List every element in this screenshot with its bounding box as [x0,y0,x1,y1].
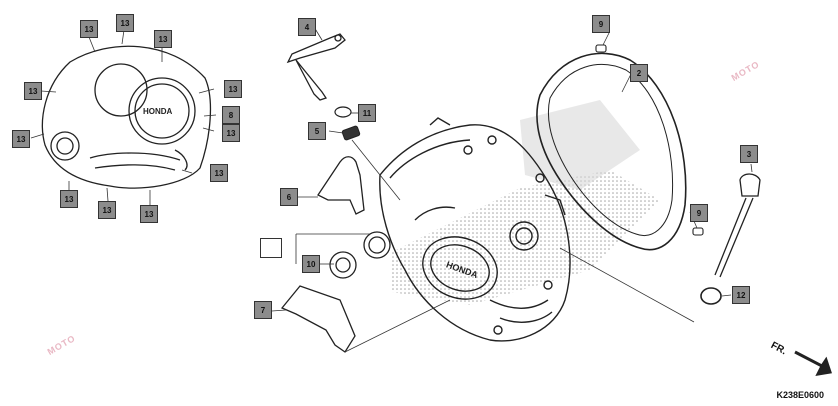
small-o-ring [334,106,352,118]
dotted-shading-area [392,170,660,305]
callout-13-far-left[interactable]: 13 [12,130,30,148]
callout-7[interactable]: 7 [254,301,272,319]
inset-brand-mark: HONDA [143,107,173,116]
main-crankcase-cover [379,117,571,342]
oil-seal-part [329,231,391,279]
callout-blank-box[interactable] [260,238,282,258]
callout-3[interactable]: 3 [740,145,758,163]
callout-13-left[interactable]: 13 [24,82,42,100]
cover-gasket [536,52,687,251]
callout-13-right-mid[interactable]: 13 [222,124,240,142]
callout-10[interactable]: 10 [302,255,320,273]
dowel-pins [595,44,704,236]
left-cover-inset [41,45,212,189]
main-leader-lines [271,26,753,353]
bracket-part [317,156,365,215]
callout-13-top-left[interactable]: 13 [80,20,98,38]
callout-9-right[interactable]: 9 [690,204,708,222]
inset-leader-lines [30,29,217,205]
callout-13-bottom-left[interactable]: 13 [60,190,78,208]
callout-12[interactable]: 12 [732,286,750,304]
callout-13-top-right[interactable]: 13 [154,30,172,48]
spring-part [341,125,361,141]
callout-2[interactable]: 2 [630,64,648,82]
striped-shading-area [520,100,640,190]
diagram-code: K238E0600 [776,390,824,400]
callout-9-top[interactable]: 9 [592,15,610,33]
callout-13-top[interactable]: 13 [116,14,134,32]
callout-4[interactable]: 4 [298,18,316,36]
callout-13-right-lower[interactable]: 13 [210,164,228,182]
callout-11[interactable]: 11 [358,104,376,122]
guide-part [280,285,356,353]
shift-arm-part [286,33,346,101]
callout-13-right-upper[interactable]: 13 [224,80,242,98]
callout-8[interactable]: 8 [222,106,240,124]
callout-13-bottom-right[interactable]: 13 [140,205,158,223]
callout-5[interactable]: 5 [308,122,326,140]
callout-6[interactable]: 6 [280,188,298,206]
callout-13-bottom[interactable]: 13 [98,201,116,219]
oil-dipstick-part [714,173,761,278]
dipstick-o-ring [700,287,722,305]
cover-gasket-inner [547,64,674,236]
front-direction-arrow [794,350,832,376]
